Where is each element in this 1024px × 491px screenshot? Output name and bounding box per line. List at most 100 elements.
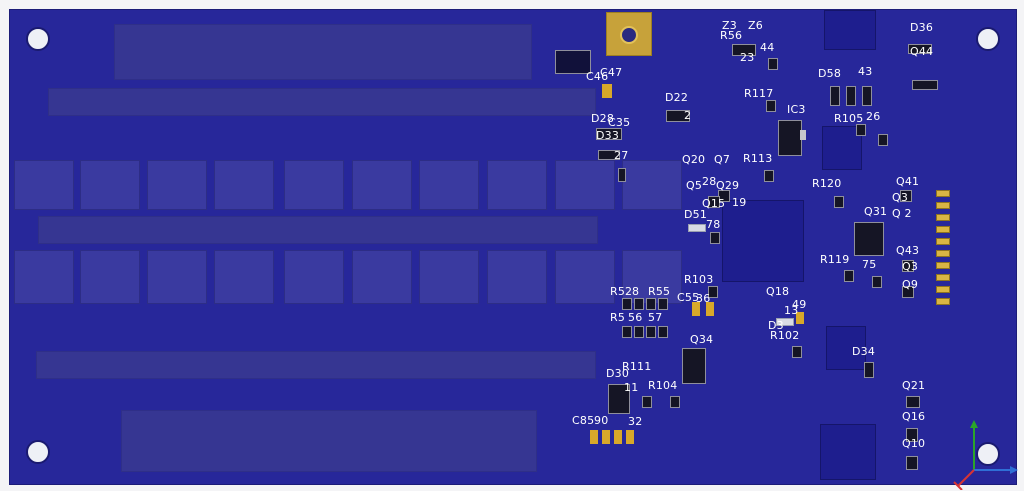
mosfet-pad [555, 160, 615, 210]
diode-d36 [908, 44, 932, 54]
ref-label: R5 [610, 311, 626, 324]
ref-label: D51 [684, 208, 708, 221]
transistor-q34 [682, 348, 706, 384]
resistor-r44 [768, 58, 778, 70]
ref-label: C46 [586, 70, 609, 83]
transistor-q9 [902, 286, 914, 298]
header-pin [936, 250, 950, 257]
ref-label: Q7 [714, 153, 731, 166]
mosfet-pad [622, 160, 682, 210]
capacitor-c33 [626, 430, 634, 444]
header-pin [936, 274, 950, 281]
ref-label: R102 [770, 329, 800, 342]
ref-label: 75 [862, 258, 877, 271]
mosfet-pad [214, 160, 274, 210]
capacitor-c90 [602, 430, 610, 444]
header-pin [936, 286, 950, 293]
resistor-r27 [618, 168, 626, 182]
resistor-r56b [622, 326, 632, 338]
ref-label: R52 [610, 285, 633, 298]
ref-label: Q9 [902, 278, 919, 291]
mounting-hole-icon [26, 440, 50, 464]
ic-chip [820, 424, 876, 480]
mosfet-pad [214, 250, 274, 304]
resistor-r104 [670, 396, 680, 408]
ref-label: R55 [648, 285, 671, 298]
mosfet-pad [487, 250, 547, 304]
mosfet-pad [147, 250, 207, 304]
ref-label: D30 [606, 367, 630, 380]
ref-label: 57 [648, 311, 663, 324]
mosfet-pad [284, 160, 344, 210]
mosfet-pad [419, 160, 479, 210]
resistor-r103 [708, 286, 718, 298]
diode-d33 [598, 150, 620, 160]
resistor-r75 [872, 276, 882, 288]
diode-d28 [596, 128, 622, 140]
transistor-q21 [906, 396, 920, 408]
mounting-hole-icon [976, 27, 1000, 51]
ref-label: 26 [866, 110, 881, 123]
ref-label: R119 [820, 253, 850, 266]
resistor-r57 [634, 326, 644, 338]
capacitor-c43 [846, 86, 856, 106]
ref-label: 8 [632, 285, 640, 298]
regulator-ic3 [778, 120, 802, 156]
mosfet-pad [147, 160, 207, 210]
ref-label: R104 [648, 379, 678, 392]
mosfet-pad [284, 250, 344, 304]
mosfet-pad [14, 160, 74, 210]
ref-label: 19 [732, 196, 747, 209]
transistor-q43 [902, 260, 914, 272]
resistor-r58 [646, 326, 656, 338]
ref-label: R111 [622, 360, 652, 373]
ref-label: 44 [760, 41, 775, 54]
header-pin [936, 262, 950, 269]
ref-label: 13 [784, 304, 799, 317]
header-pin [936, 298, 950, 305]
diode-d34 [864, 362, 874, 378]
header-pin [936, 190, 950, 197]
xyz-axis-gizmo-icon[interactable] [950, 418, 1018, 490]
ic-chip [824, 10, 876, 50]
mosfet-pad [80, 250, 140, 304]
ref-label: R120 [812, 177, 842, 190]
header-pin [936, 226, 950, 233]
mosfet-pad [80, 160, 140, 210]
resistor-r59 [658, 326, 668, 338]
ref-label: 2 [684, 109, 692, 122]
ref-label: 23 [740, 51, 755, 64]
capacitor-c85 [590, 430, 598, 444]
power-terminal-pad [606, 12, 652, 56]
capacitor-c55 [692, 302, 700, 316]
ic-chip [822, 126, 862, 170]
ref-label: C47 [600, 66, 623, 79]
bus-bar [48, 88, 596, 116]
ref-label: Q3 [892, 191, 909, 204]
mounting-hole-icon [26, 27, 50, 51]
resistor-r105 [856, 124, 866, 136]
bus-bar [121, 410, 537, 472]
capacitor-c58 [830, 86, 840, 106]
resistor-r52 [622, 298, 632, 310]
capacitor-c47 [602, 84, 612, 98]
bus-bar [36, 351, 596, 379]
resistor-r117 [766, 100, 776, 112]
transistor-q16 [906, 428, 918, 442]
ref-label: D36 [910, 21, 934, 34]
mosfet-pad [487, 160, 547, 210]
mosfet-pad [419, 250, 479, 304]
ref-label: D33 [596, 129, 620, 142]
diode-d22 [666, 110, 690, 122]
ref-label: Q15 [702, 197, 726, 210]
ref-label: R56 [720, 29, 743, 42]
transistor-q15 [708, 196, 720, 208]
resistor-r53 [634, 298, 644, 310]
bus-bar [38, 216, 598, 244]
bus-bar [114, 24, 532, 80]
regulator-tab [800, 130, 806, 140]
ref-label: Z6 [748, 19, 763, 32]
ref-label: IC3 [787, 103, 806, 116]
connector-top [555, 50, 591, 74]
